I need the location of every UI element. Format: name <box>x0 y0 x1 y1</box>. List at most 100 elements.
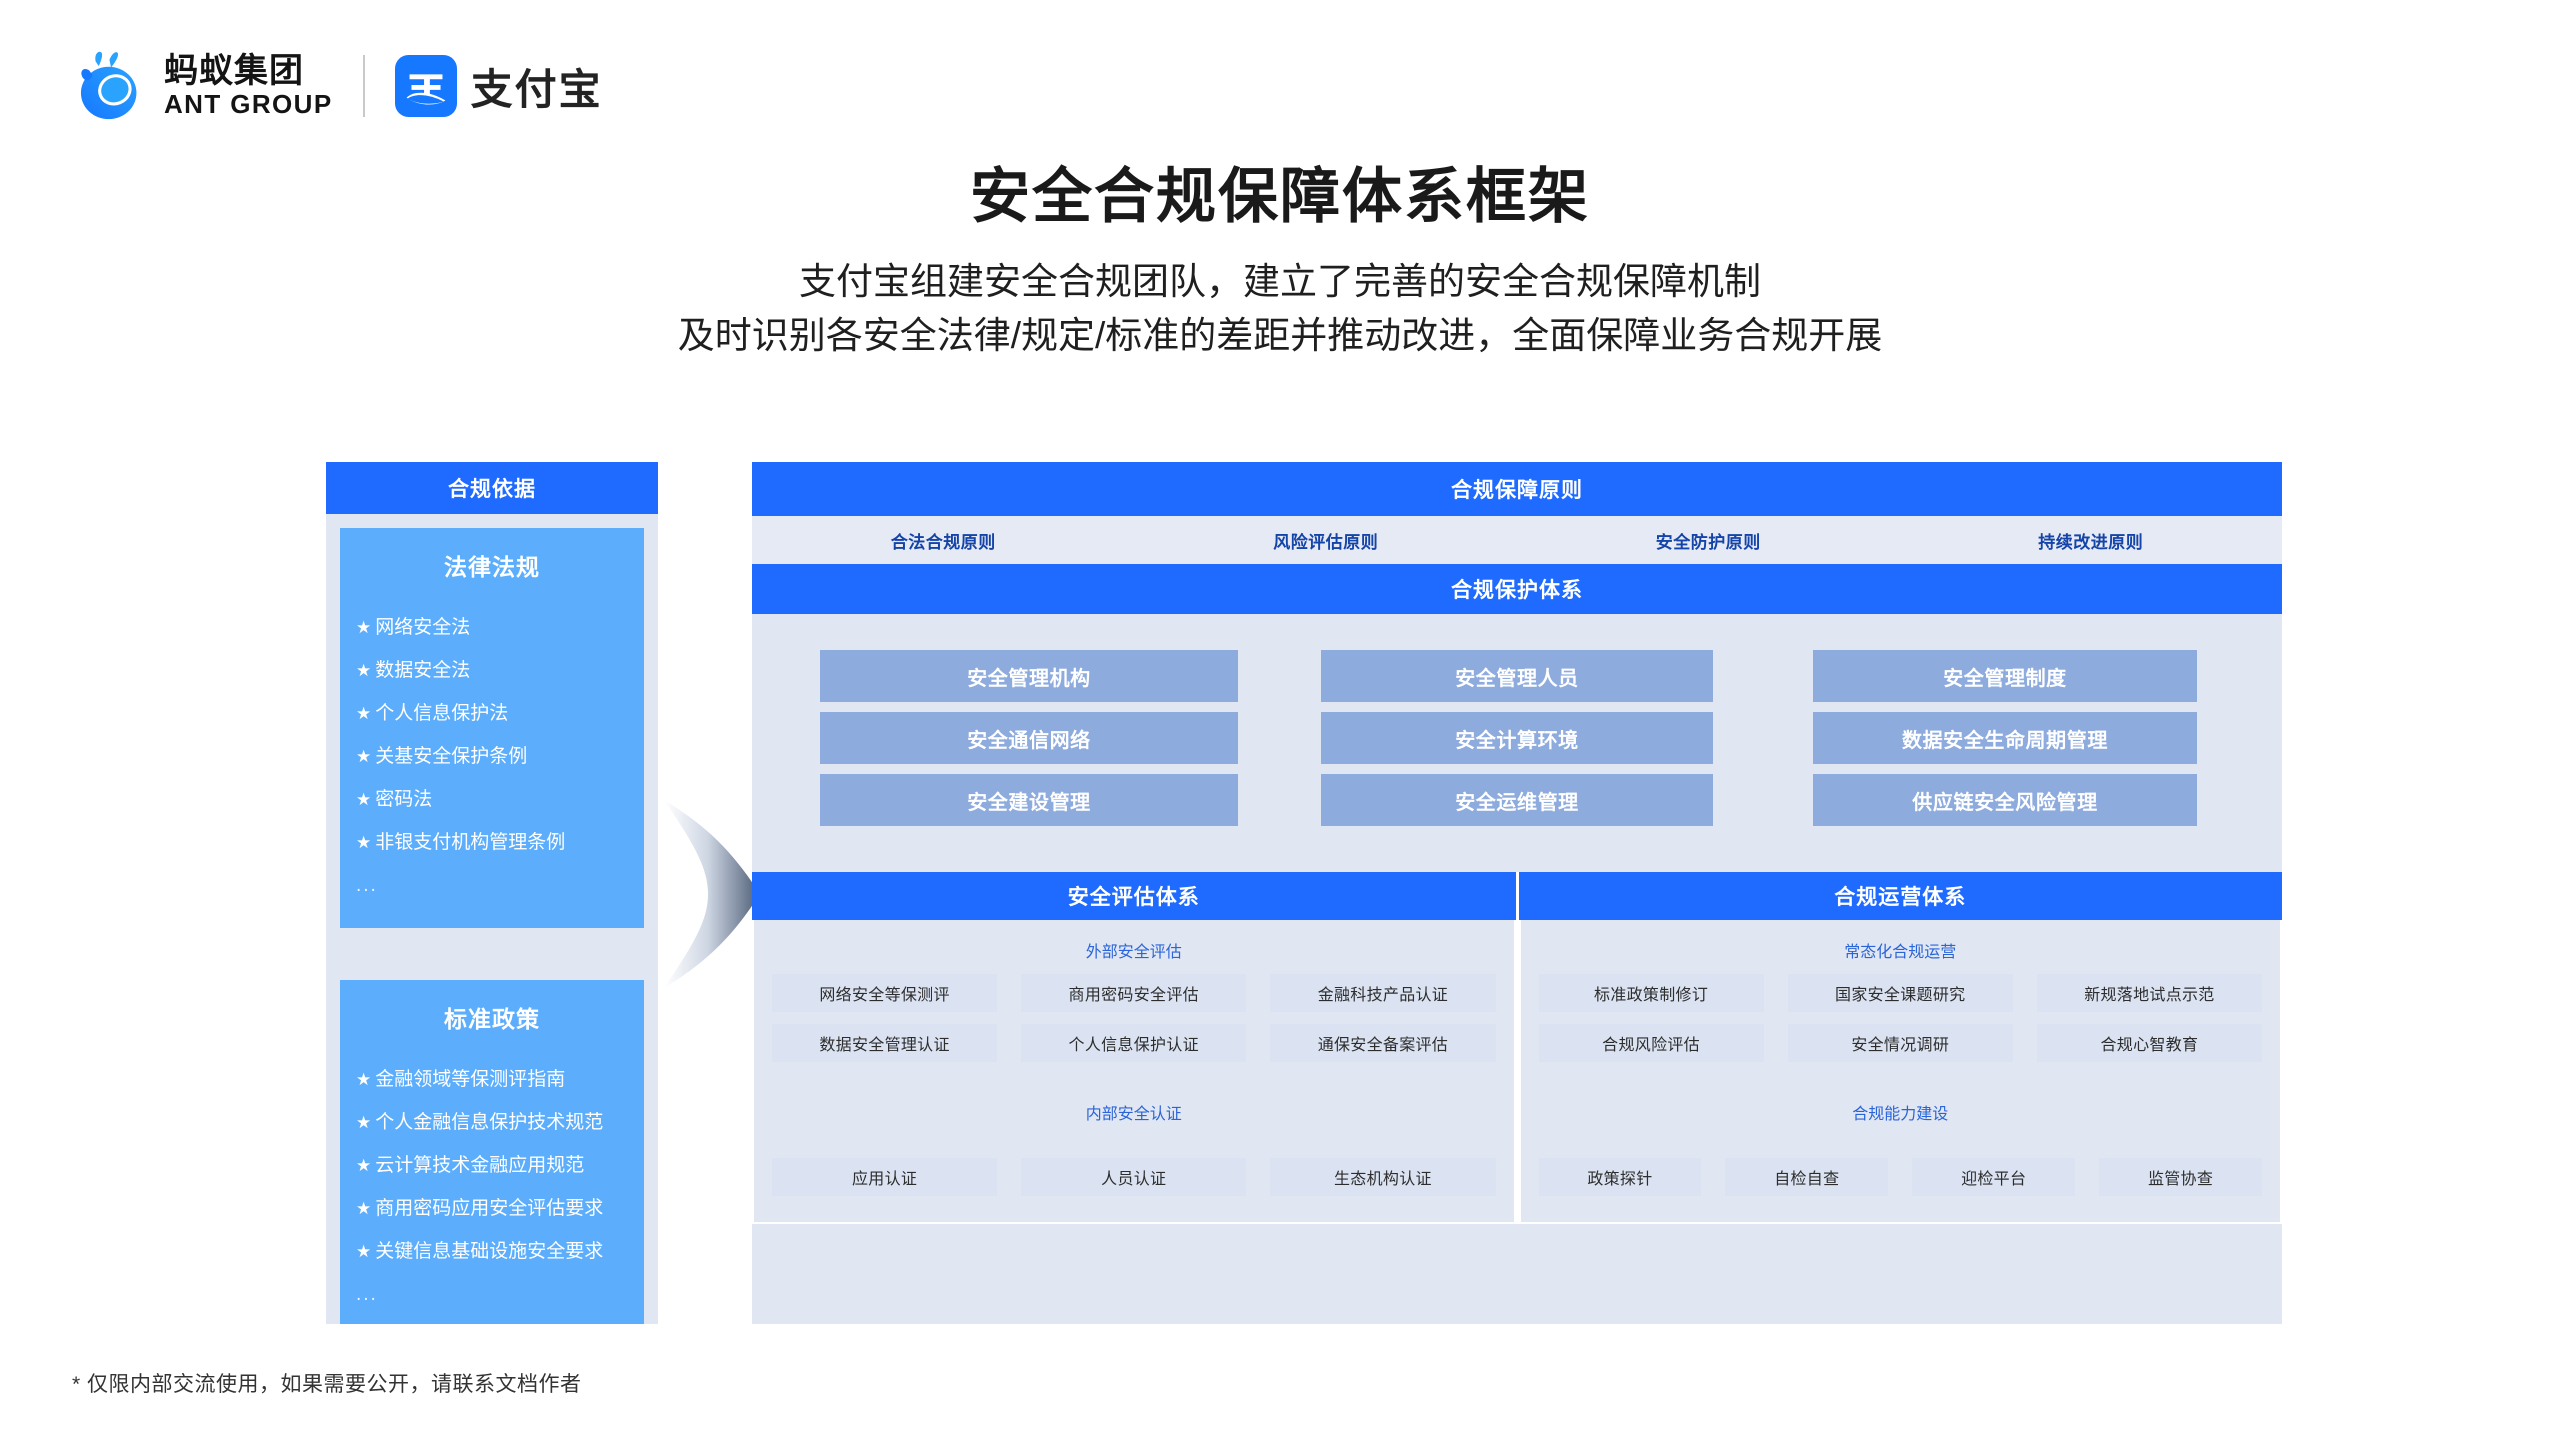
footnote: * 仅限内部交流使用，如果需要公开，请联系文档作者 <box>72 1373 582 1396</box>
laws-regulations-list: ★网络安全法 ★数据安全法 ★个人信息保护法 ★关基安全保护条例 ★密码法 ★非… <box>346 618 638 895</box>
standards-policies-title: 标准政策 <box>444 1006 540 1032</box>
spacer <box>772 1136 1496 1158</box>
spacer <box>1539 1136 2263 1158</box>
chip: 标准政策制修订 <box>1538 974 1764 1012</box>
laws-regulations-title: 法律法规 <box>444 554 540 580</box>
standards-policies-card: 标准政策 ★金融领域等保测评指南 ★个人金融信息保护技术规范 ★云计算技术金融应… <box>340 980 644 1324</box>
external-assessment-label: 外部安全评估 <box>1085 944 1182 961</box>
protection-cell: 安全运维管理 <box>1320 774 1714 826</box>
list-item: ★金融领域等保测评指南 <box>356 1070 638 1089</box>
bottom-systems: 安全评估体系 外部安全评估 网络安全等保测评 商用密码安全评估 金融科技产品认证… <box>752 872 2282 1224</box>
protection-cell: 安全管理制度 <box>1812 650 2198 702</box>
list-item-label: 网络安全法 <box>375 617 471 638</box>
brand-divider <box>362 55 365 117</box>
assurance-framework-panel: 合规保障原则 合法合规原则 风险评估原则 安全防护原则 持续改进原则 合规保护体… <box>752 462 2282 1324</box>
list-item: ★网络安全法 <box>356 618 638 637</box>
chip: 金融科技产品认证 <box>1270 974 1496 1012</box>
ant-group-logo-icon <box>80 51 137 120</box>
brand-lockup: 蚂蚁集团 ANT GROUP 支付宝 <box>72 48 603 124</box>
compliance-basis-body: 法律法规 ★网络安全法 ★数据安全法 ★个人信息保护法 ★关基安全保护条例 ★密… <box>326 514 658 1324</box>
list-item: ★密码法 <box>356 790 638 809</box>
capability-building-label: 合规能力建设 <box>1852 1106 1949 1123</box>
chip: 网络安全等保测评 <box>772 974 998 1012</box>
chip: 迎检平台 <box>1912 1158 2076 1196</box>
protection-cell: 安全通信网络 <box>820 712 1238 764</box>
principles-header: 合规保障原则 <box>752 462 2282 516</box>
list-item-label: 云计算技术金融应用规范 <box>375 1155 585 1176</box>
principle-item: 风险评估原则 <box>1273 532 1379 552</box>
operations-system-header: 合规运营体系 <box>1518 872 2282 920</box>
list-item-label: 金融领域等保测评指南 <box>375 1069 566 1090</box>
list-item-label: 密码法 <box>375 789 433 810</box>
chip: 自检自查 <box>1725 1158 1889 1196</box>
list-item: ★数据安全法 <box>356 661 638 680</box>
chip: 应用认证 <box>772 1158 998 1196</box>
chip: 监管协查 <box>2099 1158 2262 1196</box>
title-block: 安全合规保障体系框架 支付宝组建安全合规团队，建立了完善的安全合规保障机制 及时… <box>0 160 2560 362</box>
star-icon: ★ <box>356 1199 372 1218</box>
star-icon: ★ <box>356 1070 372 1089</box>
page-title: 安全合规保障体系框架 <box>970 163 1590 230</box>
protection-grid-wrap: 安全管理机构 安全管理人员 安全管理制度 安全通信网络 安全计算环境 数据安全生… <box>752 614 2282 872</box>
star-icon: ★ <box>356 747 372 766</box>
assessment-system-column: 安全评估体系 外部安全评估 网络安全等保测评 商用密码安全评估 金融科技产品认证… <box>752 872 1516 1224</box>
ant-group-name-en: ANT GROUP <box>164 89 333 120</box>
principles-row: 合法合规原则 风险评估原则 安全防护原则 持续改进原则 <box>752 516 2282 564</box>
protection-cell: 安全管理机构 <box>820 650 1238 702</box>
internal-certification-label: 内部安全认证 <box>1085 1106 1182 1123</box>
star-icon: ★ <box>356 790 372 809</box>
chip: 政策探针 <box>1538 1158 1702 1196</box>
list-item-label: 非银支付机构管理条例 <box>375 832 566 853</box>
chip: 商用密码安全评估 <box>1021 974 1247 1012</box>
protection-system-header: 合规保护体系 <box>752 564 2282 614</box>
star-icon: ★ <box>356 1242 372 1261</box>
list-item-label: 商用密码应用安全评估要求 <box>375 1198 604 1219</box>
list-ellipsis: ... <box>356 1284 378 1305</box>
laws-regulations-card: 法律法规 ★网络安全法 ★数据安全法 ★个人信息保护法 ★关基安全保护条例 ★密… <box>340 528 644 928</box>
ant-group-name-cn: 蚂蚁集团 <box>164 52 304 91</box>
chip: 个人信息保护认证 <box>1021 1024 1247 1062</box>
list-item-label: 个人信息保护法 <box>375 703 509 724</box>
capability-building-row-1: 政策探针 自检自查 迎检平台 监管协查 <box>1538 1158 2262 1196</box>
protection-grid: 安全管理机构 安全管理人员 安全管理制度 安全通信网络 安全计算环境 数据安全生… <box>820 650 2214 826</box>
operations-system-column: 合规运营体系 常态化合规运营 标准政策制修订 国家安全课题研究 新规落地试点示范… <box>1515 872 2282 1224</box>
protection-cell: 安全管理人员 <box>1320 650 1714 702</box>
chip: 合规心智教育 <box>2036 1024 2262 1062</box>
routine-operations-row-2: 合规风险评估 安全情况调研 合规心智教育 <box>1538 1024 2262 1062</box>
principle-item: 持续改进原则 <box>2038 532 2144 552</box>
chip: 国家安全课题研究 <box>1787 974 2013 1012</box>
list-item-label: 关键信息基础设施安全要求 <box>375 1241 604 1262</box>
list-item: ★关键信息基础设施安全要求 <box>356 1242 638 1261</box>
principle-item: 合法合规原则 <box>890 532 996 552</box>
chip: 安全情况调研 <box>1787 1024 2013 1062</box>
external-assessment-row-1: 网络安全等保测评 商用密码安全评估 金融科技产品认证 <box>772 974 1496 1012</box>
protection-cell: 安全建设管理 <box>820 774 1238 826</box>
external-assessment-row-2: 数据安全管理认证 个人信息保护认证 通保安全备案评估 <box>772 1024 1496 1062</box>
routine-operations-row-1: 标准政策制修订 国家安全课题研究 新规落地试点示范 <box>1538 974 2262 1012</box>
alipay-logo-icon <box>394 55 457 117</box>
chip: 合规风险评估 <box>1538 1024 1764 1062</box>
list-ellipsis: ... <box>356 875 378 896</box>
assessment-system-body: 外部安全评估 网络安全等保测评 商用密码安全评估 金融科技产品认证 数据安全管理… <box>752 920 1516 1224</box>
list-item-label: 关基安全保护条例 <box>375 746 528 767</box>
framework-diagram: 合规依据 法律法规 ★网络安全法 ★数据安全法 ★个人信息保护法 ★关基安全保护… <box>0 462 2560 1324</box>
list-item: ★个人金融信息保护技术规范 <box>356 1113 638 1132</box>
protection-cell: 安全计算环境 <box>1320 712 1714 764</box>
list-item: ★商用密码应用安全评估要求 <box>356 1199 638 1218</box>
chip: 通保安全备案评估 <box>1270 1024 1496 1062</box>
protection-cell: 供应链安全风险管理 <box>1812 774 2198 826</box>
list-item: ★个人信息保护法 <box>356 704 638 723</box>
compliance-basis-panel: 合规依据 法律法规 ★网络安全法 ★数据安全法 ★个人信息保护法 ★关基安全保护… <box>326 462 658 1324</box>
alipay-name-cn: 支付宝 <box>470 65 603 113</box>
protection-cell: 数据安全生命周期管理 <box>1812 712 2198 764</box>
star-icon: ★ <box>356 618 372 637</box>
assessment-system-header: 安全评估体系 <box>752 872 1516 920</box>
star-icon: ★ <box>356 704 372 723</box>
star-icon: ★ <box>356 1113 372 1132</box>
subtitle-line-1: 支付宝组建安全合规团队，建立了完善的安全合规保障机制 <box>799 261 1761 303</box>
list-item: ★非银支付机构管理条例 <box>356 833 638 852</box>
alipay-lockup: 支付宝 <box>394 55 603 117</box>
internal-certification-row-1: 应用认证 人员认证 生态机构认证 <box>772 1158 1496 1196</box>
star-icon: ★ <box>356 1156 372 1175</box>
